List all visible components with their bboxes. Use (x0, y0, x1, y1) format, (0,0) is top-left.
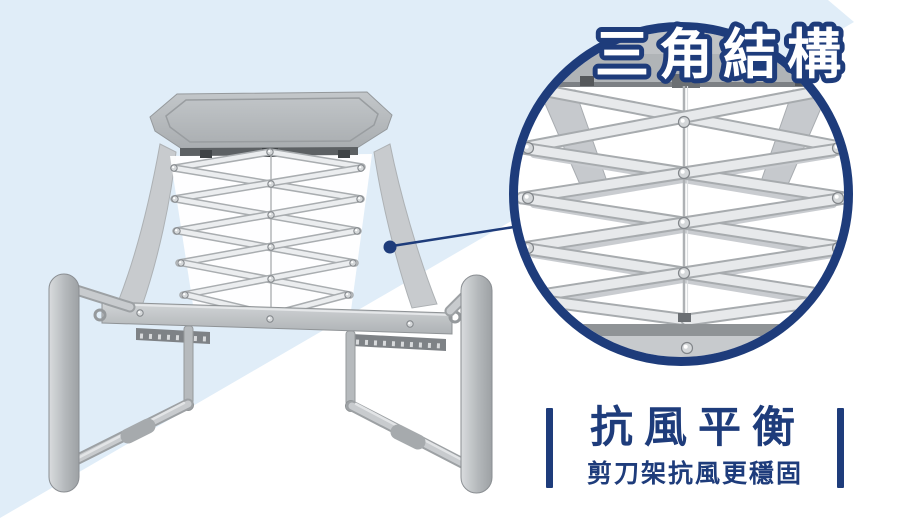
callout-dot (383, 240, 397, 254)
caption-text: 抗風平衡 剪刀架抗風更穩固 (553, 404, 837, 492)
telescope-collar (120, 418, 156, 444)
caption-heading: 抗風平衡 (590, 403, 806, 452)
right-end-capsule (460, 274, 493, 494)
caption-right-bar (837, 408, 844, 488)
caption-block: 抗風平衡 剪刀架抗風更穩固 (546, 404, 844, 492)
right-skirt (373, 143, 438, 309)
detail-title: 三角結構 (595, 25, 851, 85)
lower-rails (66, 398, 478, 474)
main-product-illustration (48, 91, 493, 494)
caption-left-bar (546, 408, 553, 488)
telescope-collar (390, 424, 426, 450)
detail-callout-circle: 三角結構 (509, 20, 853, 366)
detail-backdrop (518, 31, 844, 357)
left-hook-ring (93, 308, 107, 322)
callout-line (391, 225, 515, 248)
left-end-capsule (48, 273, 80, 493)
caption-subheading: 剪刀架抗風更穩固 (586, 460, 803, 489)
callout-connector (383, 225, 515, 254)
scissor-arms (170, 148, 366, 319)
canopy-inner-line (165, 97, 379, 143)
canopy-plate (149, 91, 393, 150)
detail-rivets (521, 115, 844, 322)
left-strut (183, 325, 194, 405)
detail-circle-border (509, 22, 853, 366)
canopy-clamp (338, 150, 350, 158)
beam-highlight (102, 303, 452, 316)
canopy-clamp (200, 150, 212, 158)
right-strut (345, 330, 356, 406)
detail-beam-dark-strip (518, 324, 844, 336)
center-bracket (672, 74, 700, 88)
main-beam (101, 301, 453, 335)
